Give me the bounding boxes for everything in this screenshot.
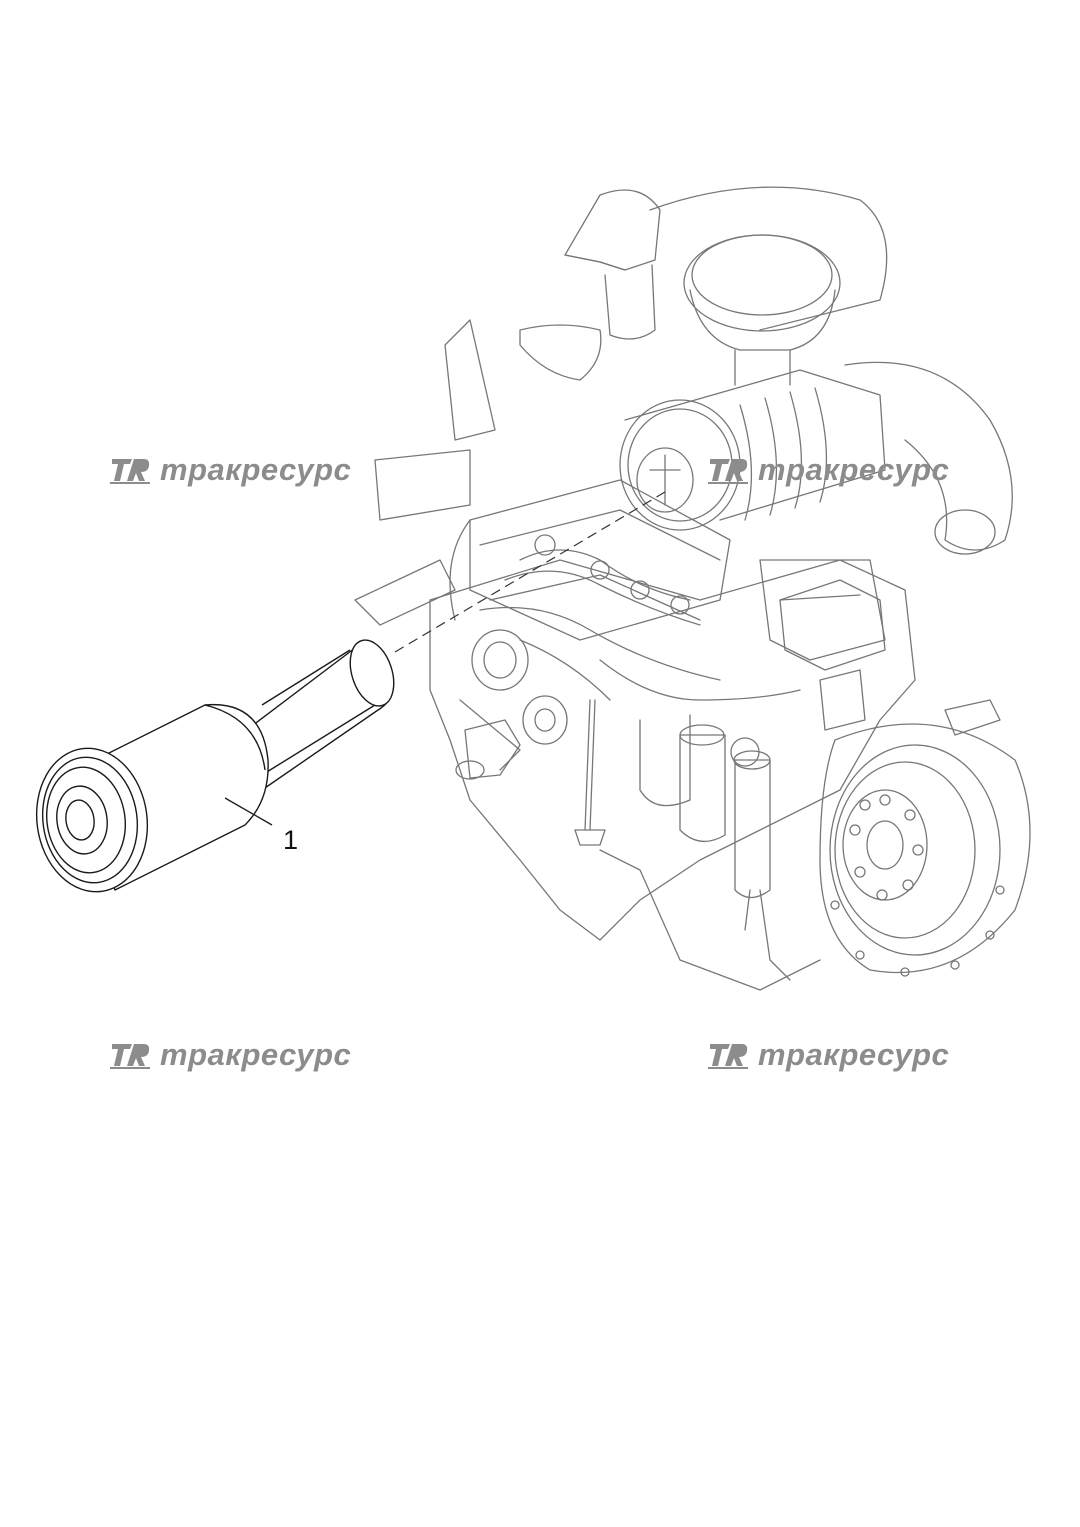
watermark-text: трак­ресурс bbox=[758, 1037, 950, 1072]
cylindrical-filter-element bbox=[35, 639, 395, 893]
watermark: трак­ресурс bbox=[706, 1037, 949, 1073]
watermark-text: трак­ресурс bbox=[160, 452, 352, 487]
callout-number: 1 bbox=[283, 825, 299, 855]
tr-logo-icon bbox=[708, 459, 748, 484]
callout-leader-line bbox=[224, 797, 273, 826]
tr-logo-icon bbox=[110, 459, 150, 484]
watermark-text: трак­ресурс bbox=[160, 1037, 352, 1072]
engine-assembly-drawing bbox=[354, 186, 1031, 991]
tr-logo-icon bbox=[110, 1044, 150, 1069]
watermark: трак­ресурс bbox=[108, 452, 351, 488]
tr-logo-icon bbox=[708, 1044, 748, 1069]
watermark: трак­ресурс bbox=[706, 452, 949, 488]
watermark: трак­ресурс bbox=[108, 1037, 351, 1073]
watermark-text: трак­ресурс bbox=[758, 452, 950, 487]
leader-dashed-line bbox=[394, 491, 666, 653]
